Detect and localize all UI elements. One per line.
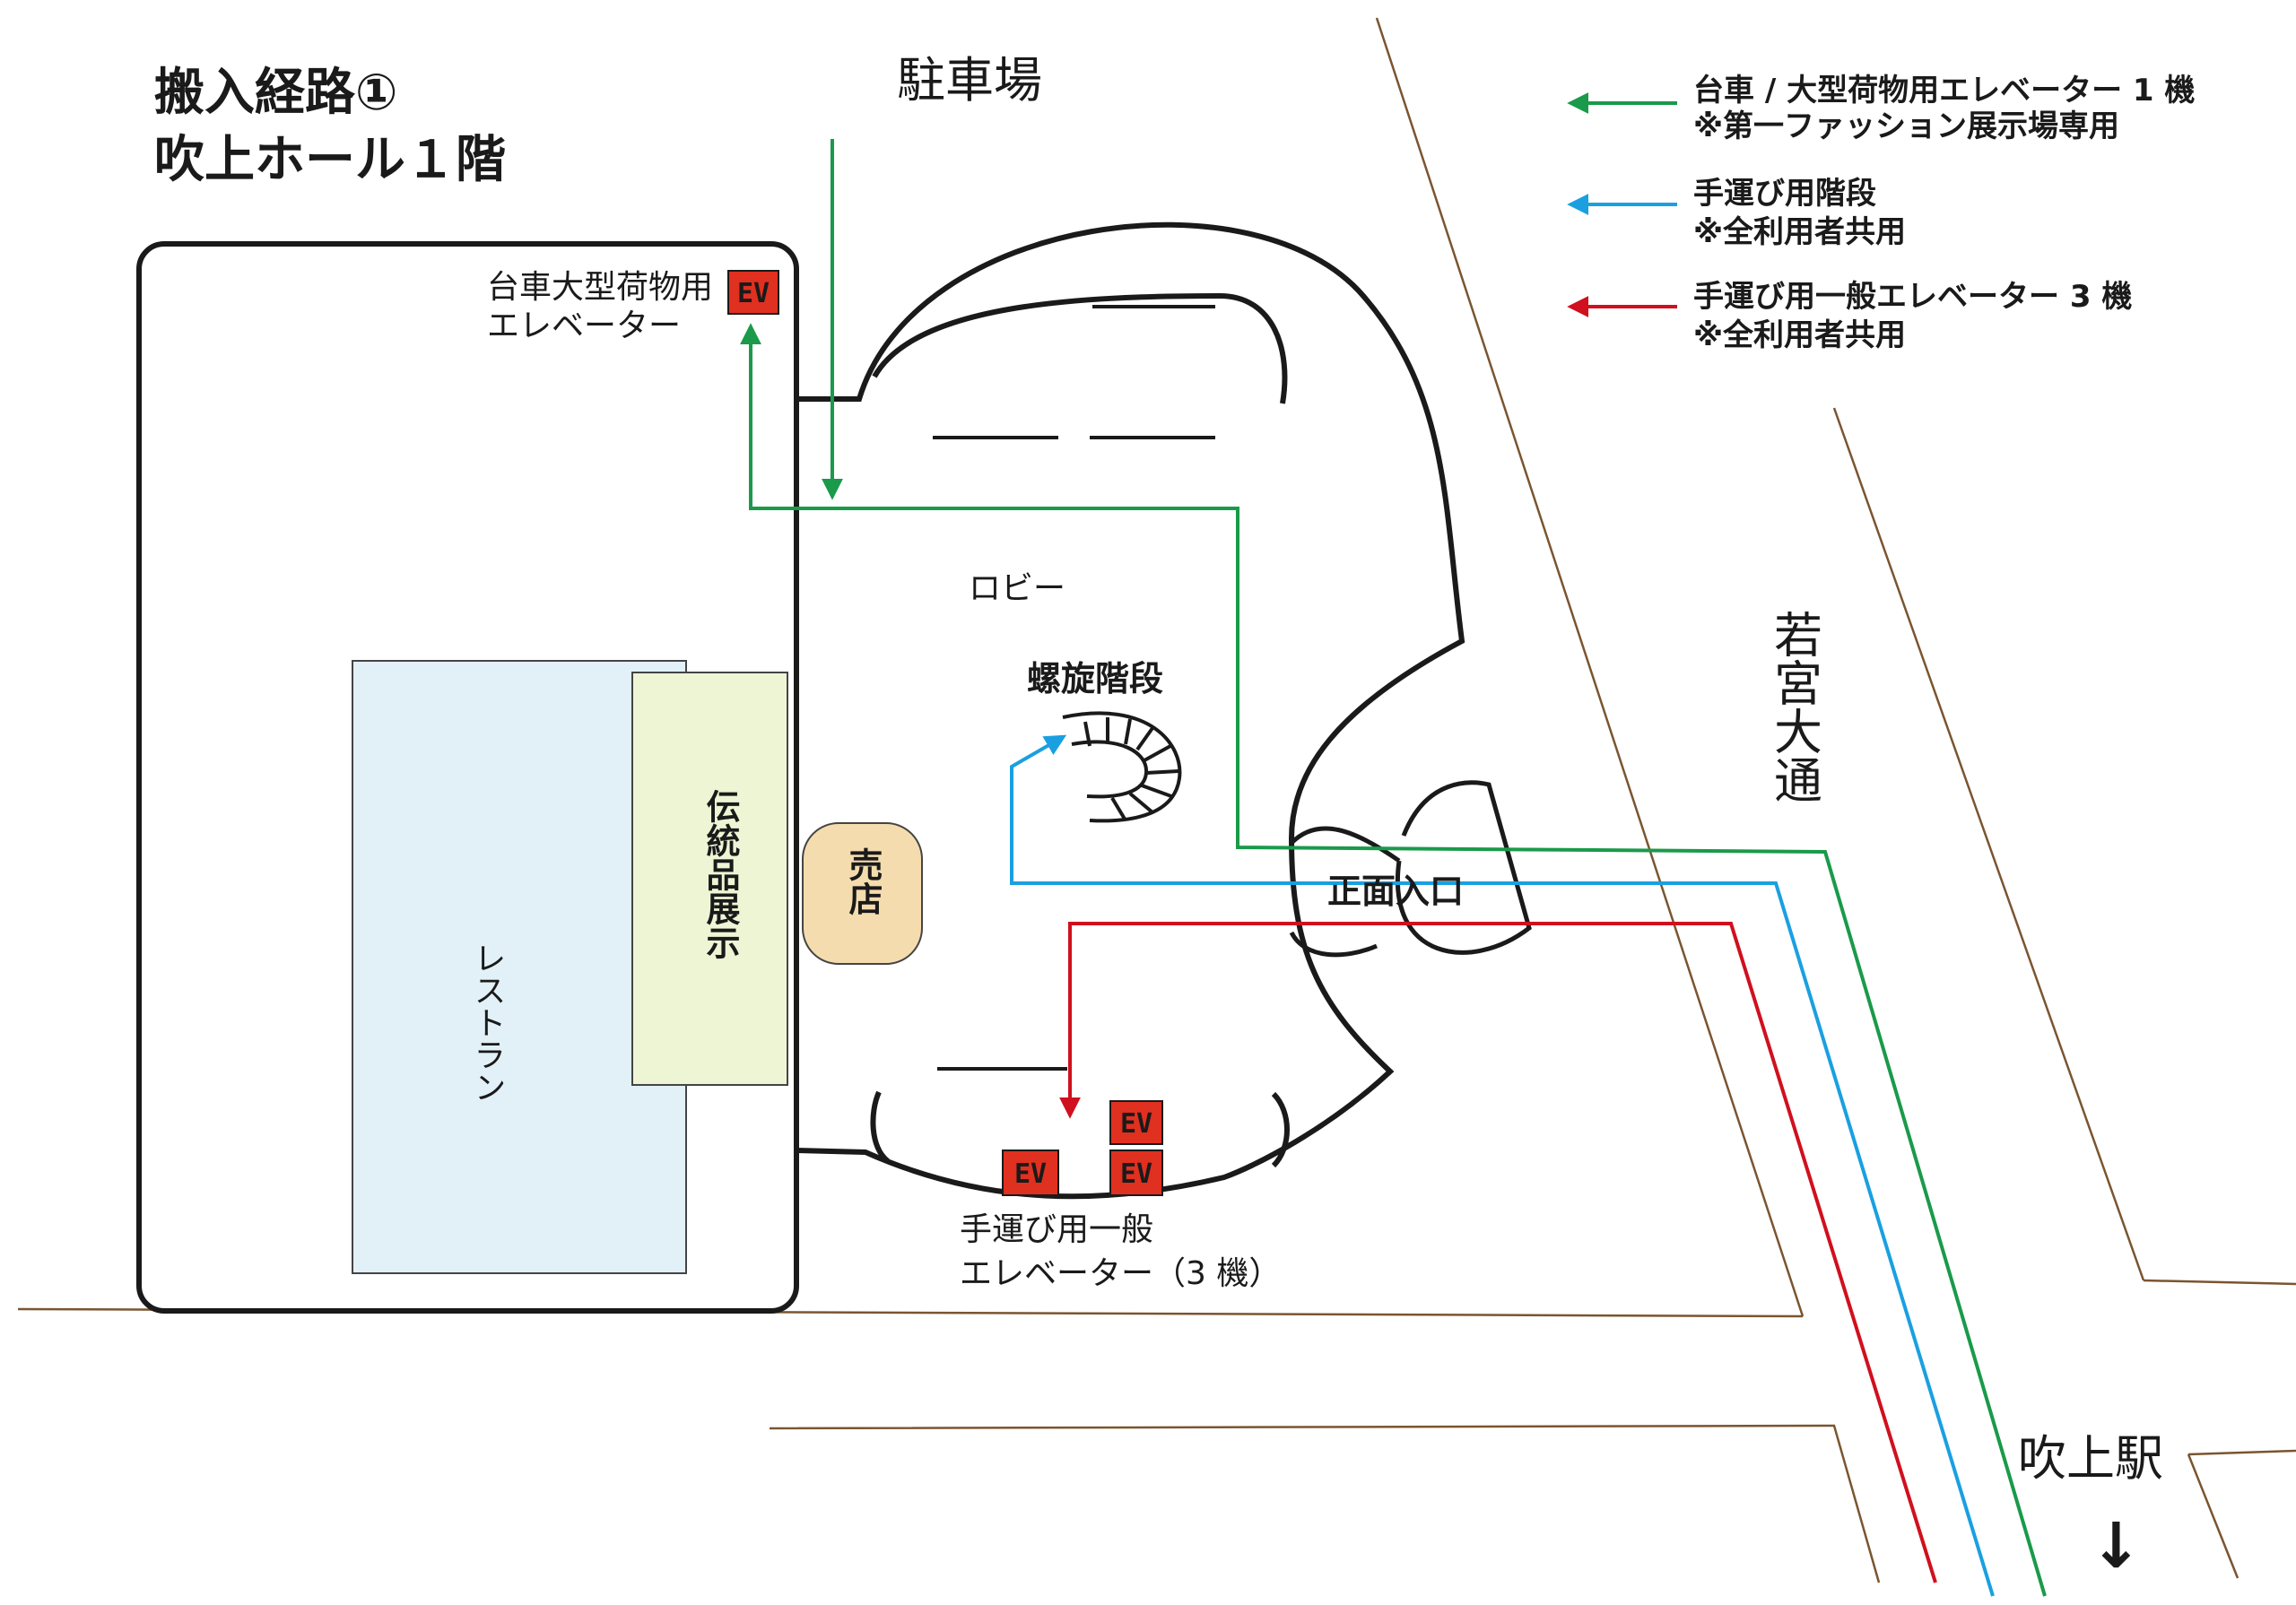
traditional-exhibit-area	[631, 672, 788, 1086]
general-elevator-label-2: エレベーター（3 機）	[960, 1255, 1281, 1292]
lobby-walls	[933, 305, 1215, 1071]
freight-elevator-label-2: エレベーター	[487, 308, 681, 344]
legend-line2: ※全利用者共用	[1693, 317, 1906, 353]
street-label: 若宮大通	[1766, 610, 1822, 803]
map-title-line1: 搬入経路①	[154, 64, 397, 122]
legend-line1: 台車 / 大型荷物用エレベーター 1 機	[1693, 73, 2195, 108]
general-elevator-icon: EV	[1002, 1150, 1059, 1196]
general-elevator-icon: EV	[1109, 1150, 1163, 1196]
legend-line2: ※第一ファッション展示場専用	[1693, 108, 2119, 144]
road-edge	[2143, 1279, 2296, 1286]
legend-line2: ※全利用者共用	[1693, 214, 1906, 250]
green-route	[740, 139, 2047, 1597]
traditional-exhibit-label: 伝統品展示	[700, 789, 740, 959]
parking-label: 駐車場	[897, 52, 1042, 108]
spiral-stairs-icon	[1062, 711, 1182, 823]
legend-line1: 手運び用一般エレベーター 3 機	[1693, 279, 2132, 315]
lobby-label: ロビー	[969, 570, 1065, 607]
freight-elevator-label-1: 台車大型荷物用	[487, 269, 713, 306]
restaurant-label: レストラン	[469, 941, 506, 1103]
legend-line1: 手運び用階段	[1693, 176, 1876, 212]
legend-item-red: 手運び用一般エレベーター 3 機 ※全利用者共用	[1567, 279, 2132, 353]
lobby-outline	[796, 221, 1465, 1200]
road-edge	[1375, 17, 1805, 1317]
general-elevator-icon: EV	[1109, 1100, 1163, 1145]
legend-item-blue: 手運び用階段 ※全利用者共用	[1567, 176, 1906, 250]
road-edge	[769, 1424, 1881, 1583]
general-elevator-label-1: 手運び用一般	[960, 1211, 1153, 1248]
road-edge	[2187, 1449, 2296, 1456]
road-edge	[1832, 407, 2145, 1281]
map-title-line2: 吹上ホール１階	[154, 131, 506, 189]
restaurant-area	[352, 660, 687, 1274]
blue-route	[1010, 734, 1995, 1597]
arrow-down-icon: ↓	[2090, 1509, 2143, 1583]
road-edge	[2187, 1453, 2239, 1579]
ev-text: EV	[1014, 1158, 1047, 1190]
ev-text: EV	[1120, 1158, 1152, 1190]
ev-text: EV	[1120, 1108, 1152, 1140]
front-entrance-label: 正面入口	[1327, 872, 1464, 911]
freight-elevator-icon: EV	[727, 270, 779, 315]
legend-item-green: 台車 / 大型荷物用エレベーター 1 機 ※第一ファッション展示場専用	[1567, 73, 2195, 144]
shop-area	[802, 822, 923, 965]
legend: 台車 / 大型荷物用エレベーター 1 機 ※第一ファッション展示場専用 手運び用…	[1567, 73, 2195, 353]
roads	[17, 17, 2296, 1583]
front-entrance-vestibule	[1289, 780, 1532, 958]
shop-label: 売店	[843, 847, 883, 915]
station-label: 吹上駅	[2018, 1430, 2163, 1487]
ev-text: EV	[737, 278, 770, 309]
red-route	[1059, 922, 1937, 1583]
spiral-stairs-label: 螺旋階段	[1027, 659, 1163, 698]
